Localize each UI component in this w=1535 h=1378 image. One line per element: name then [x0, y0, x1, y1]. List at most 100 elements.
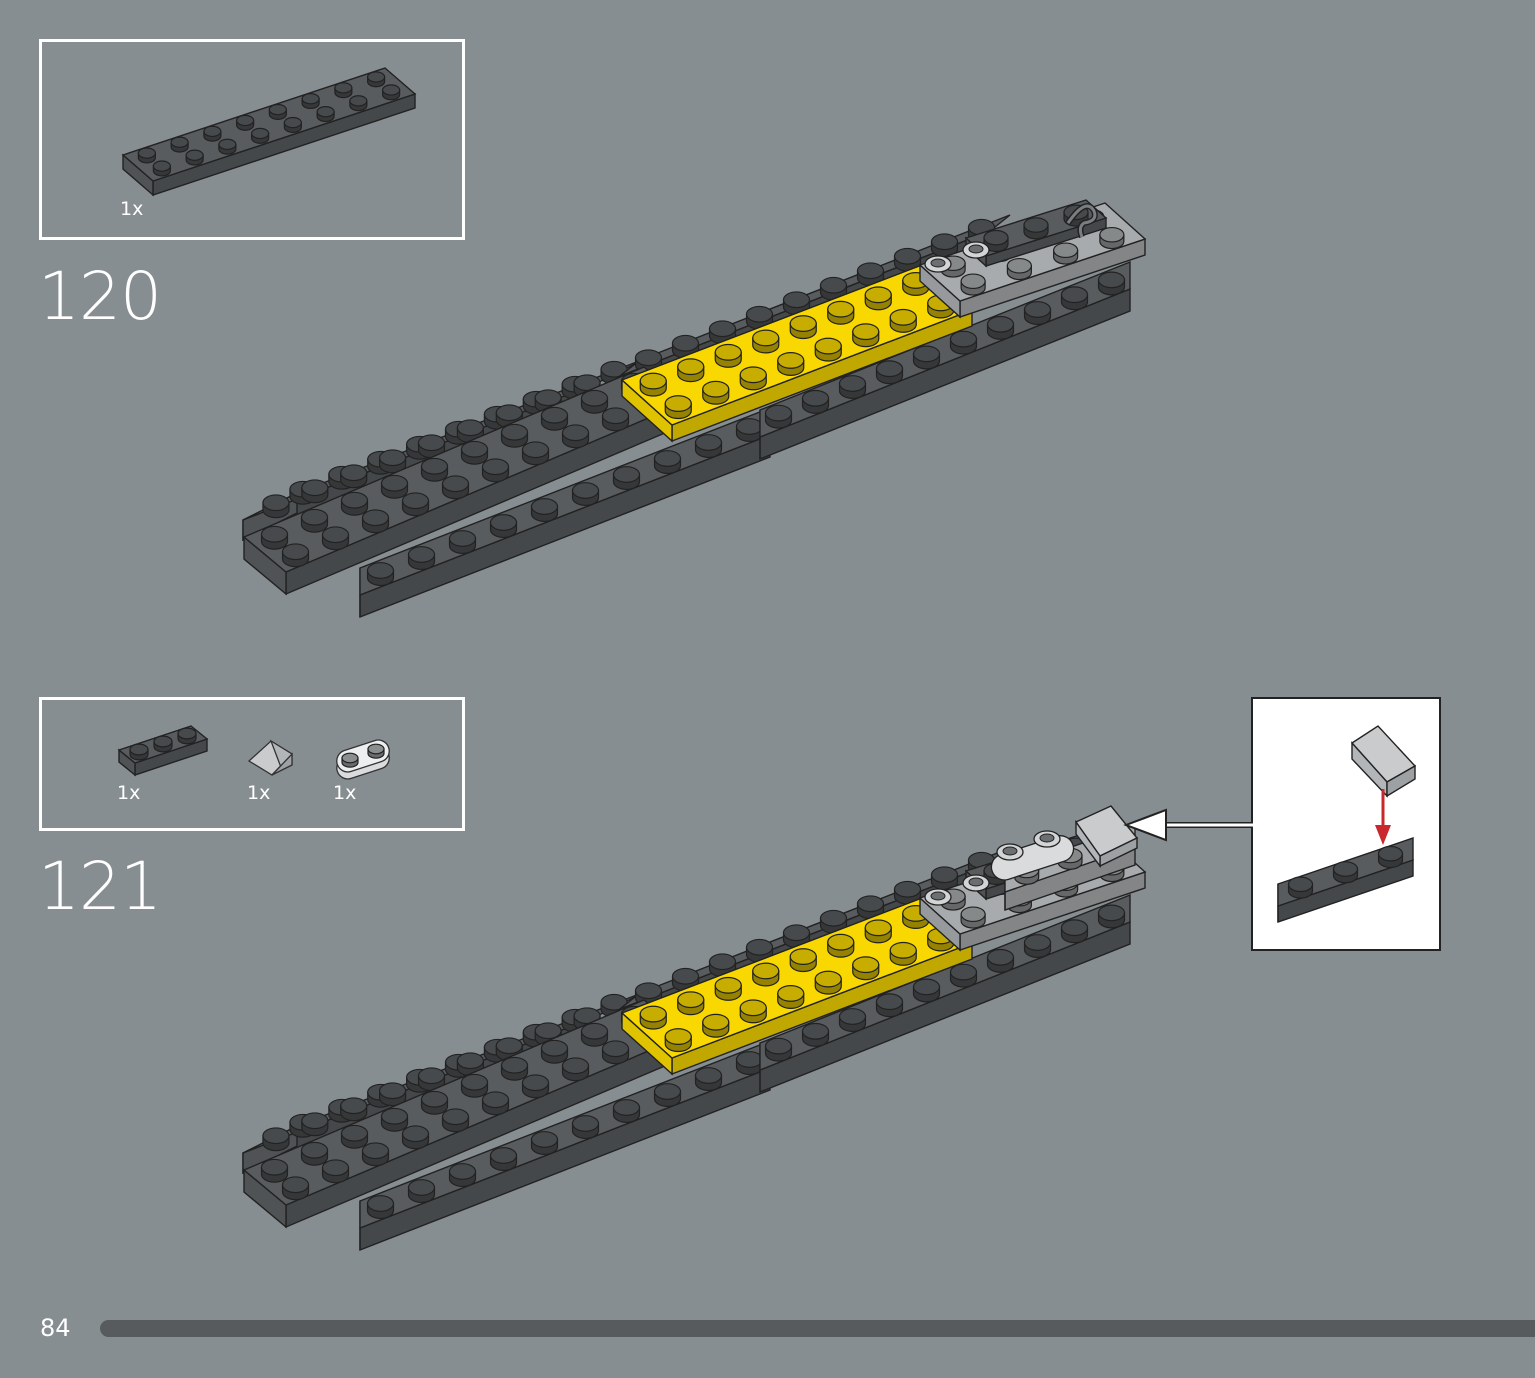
page-progress-bar — [100, 1320, 1535, 1337]
stud — [1023, 217, 1049, 240]
stud — [702, 380, 730, 405]
stud — [838, 375, 867, 400]
stud — [875, 993, 904, 1018]
stud — [561, 1057, 590, 1082]
new-rounded-plate — [990, 830, 1075, 881]
stud — [301, 1112, 329, 1137]
stud — [316, 105, 335, 123]
stud — [601, 1040, 630, 1065]
stud — [949, 330, 978, 355]
stud — [500, 423, 529, 448]
stud — [694, 434, 723, 459]
stud — [864, 919, 892, 944]
slope-icon — [247, 739, 294, 776]
stud — [752, 962, 780, 987]
stud — [283, 116, 302, 133]
stud — [281, 543, 310, 568]
sub-assembly-callout — [1251, 697, 1441, 951]
stud — [407, 1179, 436, 1204]
stud — [301, 479, 329, 504]
stud — [801, 1022, 830, 1047]
stud — [530, 498, 559, 523]
stud — [521, 1074, 550, 1099]
plate-lower-left — [242, 366, 688, 596]
stud — [612, 1099, 641, 1124]
stud — [540, 406, 569, 431]
stud — [960, 906, 986, 929]
stud — [340, 491, 369, 516]
stud — [340, 1097, 368, 1122]
stud — [819, 909, 848, 934]
stud — [664, 1028, 692, 1053]
stud — [852, 323, 880, 348]
stud — [260, 525, 289, 550]
stud — [571, 482, 600, 507]
stud — [664, 395, 692, 420]
stud — [460, 440, 489, 465]
stud — [580, 1022, 609, 1047]
stud — [1097, 271, 1126, 296]
stud — [580, 389, 609, 414]
plate-2x8-icon — [121, 67, 417, 197]
ring-studs — [924, 241, 990, 273]
stud — [814, 970, 842, 995]
stud — [789, 315, 817, 340]
stud — [334, 82, 353, 99]
clip-piece — [1065, 203, 1098, 239]
stud — [281, 1176, 310, 1201]
plate-2x8 — [121, 67, 417, 197]
part-qty-label: 1x — [333, 782, 357, 804]
stud — [251, 127, 270, 144]
part-qty-label: 1x — [120, 198, 144, 220]
stud — [401, 492, 430, 517]
stud — [875, 360, 904, 385]
rounded-plate-icon — [336, 739, 390, 780]
stud — [367, 71, 386, 88]
stud — [930, 233, 959, 258]
stud — [752, 329, 780, 354]
stud — [203, 125, 222, 142]
stud — [1023, 934, 1052, 959]
stud — [380, 474, 409, 499]
page-number: 84 — [40, 1314, 71, 1342]
stud — [170, 136, 189, 153]
stud — [448, 530, 477, 555]
stud — [301, 92, 320, 110]
stud — [827, 300, 855, 325]
stud — [260, 1158, 289, 1183]
stud — [1099, 226, 1125, 250]
stud — [739, 366, 767, 391]
callout-slope — [1350, 725, 1417, 798]
stud — [814, 337, 842, 362]
stud — [777, 352, 805, 376]
stud — [864, 286, 892, 311]
stud — [268, 103, 287, 120]
stud — [367, 743, 385, 759]
stud — [366, 1195, 395, 1220]
stud — [1097, 904, 1126, 929]
stud — [1006, 257, 1032, 281]
stud — [262, 494, 290, 519]
stud — [1053, 242, 1079, 265]
stud — [153, 735, 173, 753]
stud — [852, 956, 880, 981]
plate-1x3 — [117, 725, 209, 777]
stud — [777, 985, 805, 1009]
callout-illustration — [1277, 725, 1417, 923]
stud — [361, 509, 390, 534]
stud — [838, 1008, 867, 1033]
stud — [739, 999, 767, 1024]
stud — [521, 441, 550, 466]
stud — [1060, 286, 1089, 311]
stud — [714, 343, 742, 368]
stud — [349, 95, 368, 112]
stud — [764, 404, 793, 429]
stud — [448, 1163, 477, 1188]
ring-studs — [924, 874, 990, 906]
stud — [366, 562, 395, 587]
stud — [420, 1090, 449, 1115]
stud — [379, 449, 407, 474]
stud — [1287, 876, 1314, 899]
stud — [983, 229, 1009, 253]
